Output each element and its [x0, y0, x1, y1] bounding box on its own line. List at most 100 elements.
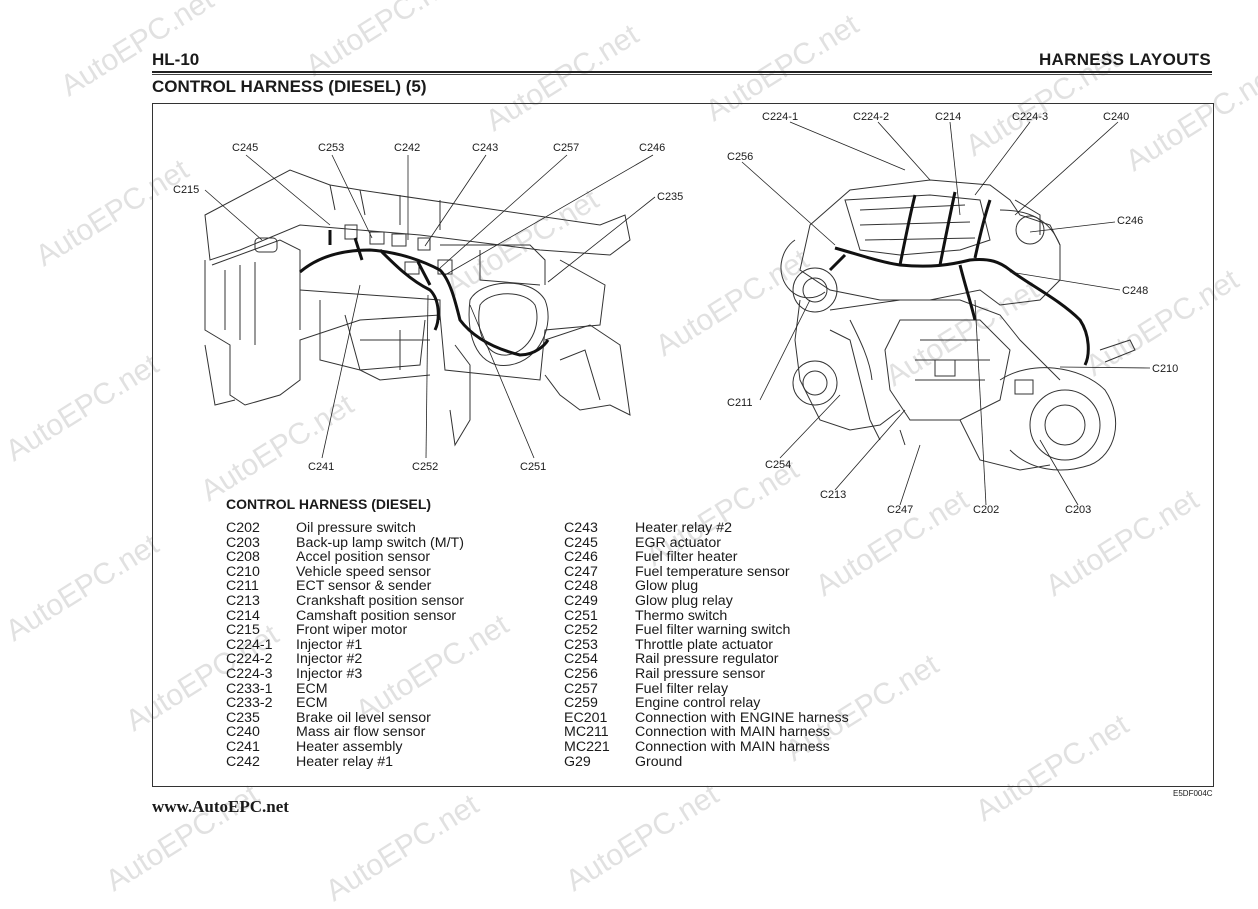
left-harness-route	[299, 230, 550, 357]
section-title: HARNESS LAYOUTS	[1038, 50, 1211, 69]
legend-row: C245 EGR actuator	[564, 534, 849, 551]
connector-code: C251	[564, 607, 598, 624]
callout-label: C245	[232, 142, 258, 154]
connector-name: Heater relay #2	[635, 520, 732, 536]
legend-row: C233-2 ECM	[226, 696, 464, 711]
connector-name: Connection with MAIN harness	[635, 738, 830, 755]
connector-name: Rail pressure sensor	[635, 665, 766, 682]
connector-name: Camshaft position sensor	[296, 607, 457, 624]
connector-code: C256	[564, 665, 598, 682]
connector-name: ECM	[296, 695, 328, 712]
callout-label: C203	[1065, 504, 1091, 516]
callout-label: C213	[820, 489, 846, 501]
connector-name: Fuel filter warning switch	[635, 622, 791, 639]
connector-code: C243	[564, 520, 598, 536]
website-footer: www.AutoEPC.net	[152, 797, 289, 816]
connector-code: C211	[226, 578, 259, 595]
connector-name: Injector #1	[296, 636, 363, 653]
connector-code: C233-2	[226, 695, 273, 712]
legend-row: C251 Thermo switch	[564, 607, 849, 624]
callout-label: C256	[727, 151, 753, 163]
callout-label: C242	[394, 142, 420, 154]
figure-frame	[152, 103, 1214, 787]
connector-name: Mass air flow sensor	[296, 724, 426, 741]
left-callouts: C245 C253 C242 C243 C257 C246 C215 C235 …	[173, 142, 683, 473]
callout-label: C215	[173, 184, 199, 196]
page-number: HL-10	[152, 50, 200, 69]
connector-code: C233-1	[226, 680, 273, 697]
connector-name: Brake oil level sensor	[296, 709, 431, 726]
connector-code: C202	[226, 520, 260, 536]
connector-name: Engine control relay	[635, 695, 761, 712]
connector-name: Glow plug relay	[635, 592, 733, 609]
connector-code: C257	[564, 680, 598, 697]
legend-row: C256 Rail pressure sensor	[564, 667, 849, 682]
header-rule-thin	[152, 74, 1212, 75]
connector-name: Fuel filter heater	[635, 549, 738, 566]
connector-name: ECT sensor & sender	[296, 578, 432, 595]
connector-name: EGR actuator	[635, 534, 721, 551]
connector-code: C240	[226, 724, 260, 741]
connector-code: C208	[226, 549, 260, 566]
callout-label: C224-2	[853, 111, 889, 123]
callout-label: C251	[520, 461, 546, 473]
right-leader-lines	[741, 121, 1151, 506]
connector-name: Rail pressure regulator	[635, 651, 779, 668]
connector-code: C224-1	[226, 636, 273, 653]
connector-name: Glow plug	[635, 578, 699, 595]
legend-row: C240 Mass air flow sensor	[226, 725, 464, 740]
connector-code: C214	[226, 607, 260, 624]
figure-code: E5DF004C	[1173, 789, 1213, 798]
connector-name: Heater assembly	[296, 738, 403, 755]
connector-name: Ground	[635, 753, 683, 770]
connector-name: Injector #2	[296, 651, 363, 668]
callout-label: C210	[1152, 363, 1178, 375]
connector-name: Thermo switch	[635, 607, 728, 624]
connector-code: EC201	[564, 709, 608, 726]
left-leader-lines	[204, 154, 656, 459]
connector-code: MC211	[564, 724, 609, 741]
legend-row: C211 ECT sensor & sender	[226, 579, 464, 594]
legend-title: CONTROL HARNESS (DIESEL)	[226, 496, 432, 512]
engine-harness-route	[828, 191, 1090, 366]
right-callouts: C224-1 C224-2 C214 C224-3 C240 C256 C246…	[727, 111, 1178, 516]
page-subtitle: CONTROL HARNESS (DIESEL) (5)	[152, 77, 427, 96]
connector-code: C245	[564, 534, 598, 551]
callout-label: C248	[1122, 285, 1148, 297]
connector-name: Accel position sensor	[296, 549, 431, 566]
connector-code: C203	[226, 534, 260, 551]
callout-label: C235	[657, 191, 683, 203]
connector-name: Fuel temperature sensor	[635, 563, 790, 580]
connector-code: C248	[564, 578, 598, 595]
callout-label: C246	[1117, 215, 1143, 227]
callout-label: C211	[727, 397, 752, 409]
header-rule	[152, 71, 1212, 73]
callout-label: C224-3	[1012, 111, 1048, 123]
connector-name: Heater relay #1	[296, 753, 393, 770]
legend-row: C214 Camshaft position sensor	[226, 607, 464, 624]
callout-label: C240	[1103, 111, 1129, 123]
connector-name: Connection with ENGINE harness	[635, 709, 849, 726]
callout-label: C241	[308, 461, 334, 473]
connector-name: Crankshaft position sensor	[296, 592, 464, 609]
legend-row: C224-1 Injector #1	[226, 636, 464, 653]
callout-label: C257	[553, 142, 579, 154]
callout-label: C246	[639, 142, 665, 154]
callout-label: C254	[765, 459, 791, 471]
connector-code: C246	[564, 549, 598, 566]
